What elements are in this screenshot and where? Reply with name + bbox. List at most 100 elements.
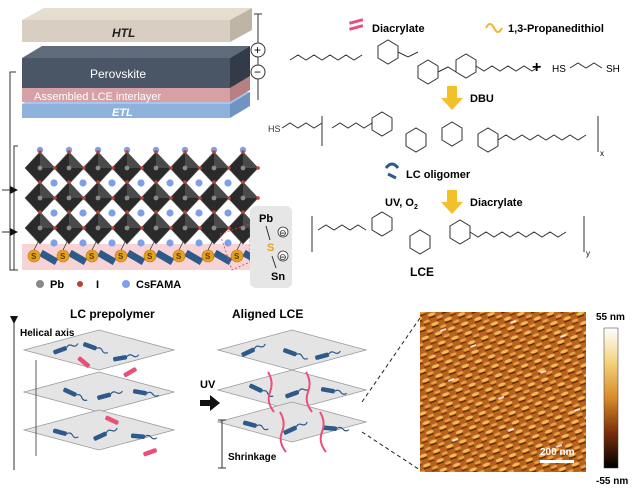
prepolymer-planes xyxy=(22,329,176,457)
i-atom xyxy=(169,196,173,200)
octahedron-facet xyxy=(40,152,55,168)
csfama-atom xyxy=(166,209,174,217)
mesogen-rod xyxy=(282,348,309,360)
i-atom-icon xyxy=(77,281,83,287)
aligned-title: Aligned LCE xyxy=(232,307,303,321)
pb-atom xyxy=(153,225,159,231)
ligand-mesogen xyxy=(213,249,233,265)
octahedron-facet xyxy=(127,152,142,168)
diacrylate-legend-icon xyxy=(348,18,364,25)
mesogen-rod xyxy=(53,343,79,355)
csfama-atom xyxy=(195,209,203,217)
i-atom xyxy=(82,196,86,200)
thiol-legend-label: 1,3-Propanedithiol xyxy=(508,23,604,35)
zoom-bracket xyxy=(9,71,16,271)
afm-bright-feature xyxy=(556,443,563,448)
mesogen-rod xyxy=(112,354,140,362)
octahedron-facet xyxy=(243,152,258,168)
afm-bright-feature xyxy=(448,377,455,382)
i-atom xyxy=(111,226,115,230)
sulfur-label: S xyxy=(147,252,153,261)
diacrylate-legend-label: Diacrylate xyxy=(372,23,425,35)
prepolymer-title: LC prepolymer xyxy=(70,307,155,321)
thiol-legend-icon xyxy=(485,23,503,33)
afm-bright-feature xyxy=(497,395,505,400)
htl-layer xyxy=(22,8,252,42)
lc-oligomer-label: LC oligomer xyxy=(406,169,471,181)
afm-bright-feature xyxy=(469,343,477,348)
i-atom xyxy=(53,226,57,230)
i-atom xyxy=(241,180,245,184)
rod-tail xyxy=(296,353,309,360)
rod-body xyxy=(130,433,146,439)
mesogen-rod xyxy=(241,343,266,357)
rod-body xyxy=(242,420,257,428)
scale-bar-label: 200 nm xyxy=(540,447,575,458)
pb-s-bond xyxy=(62,241,68,251)
plane-layer xyxy=(22,329,176,371)
octahedron-facet xyxy=(214,212,229,228)
pb-atom xyxy=(37,225,43,231)
rod-body xyxy=(63,387,77,397)
octahedron-facet xyxy=(98,212,113,228)
csfama-atom xyxy=(195,239,203,247)
i-atom xyxy=(169,226,173,230)
rod-tail xyxy=(105,427,118,434)
mesogen-rod xyxy=(283,421,308,435)
pb-atom xyxy=(66,225,72,231)
mesogen-rod xyxy=(82,342,109,354)
i-atom xyxy=(140,196,144,200)
pb-atom xyxy=(153,195,159,201)
bonding-callout: Pb ⊖ S ⊖ Sn xyxy=(219,206,292,288)
octahedron-facet xyxy=(214,152,229,168)
csfama-atom xyxy=(79,209,87,217)
mesogen-rod xyxy=(249,383,274,398)
mesogen-rod xyxy=(97,390,123,400)
legend-pb: Pb xyxy=(50,279,64,291)
plus-terminal-icon xyxy=(250,42,266,58)
mesogen-rod xyxy=(93,427,118,441)
i-atom xyxy=(125,210,129,214)
etl-label: ETL xyxy=(112,107,133,119)
i-atom xyxy=(53,166,57,170)
i-atom xyxy=(198,226,202,230)
i-atom xyxy=(38,150,42,154)
pb-atom xyxy=(211,195,217,201)
i-atom xyxy=(38,210,42,214)
i-atom xyxy=(96,180,100,184)
pb-s-bond xyxy=(33,241,39,251)
csfama-atom xyxy=(137,209,145,217)
csfama-atom-icon xyxy=(122,280,130,288)
rod-tail xyxy=(334,389,348,395)
octahedron-facet xyxy=(98,182,113,198)
i-atom xyxy=(227,166,231,170)
rod-body xyxy=(52,428,67,436)
lce-interlayer-label: Assembled LCE interlayer xyxy=(34,91,162,103)
ligand-mesogen xyxy=(155,249,175,265)
mesogen-rod xyxy=(52,428,79,439)
plane-layer xyxy=(216,369,368,411)
octahedron-facet xyxy=(40,212,55,228)
uv-arrow-icon xyxy=(200,395,220,411)
csfama-atom xyxy=(224,179,232,187)
sulfur-label: S xyxy=(118,252,124,261)
csfama-atom xyxy=(79,179,87,187)
afm-bright-feature xyxy=(440,327,447,332)
octahedron-facet xyxy=(156,182,171,198)
rod-tail xyxy=(146,391,160,397)
rod-tail xyxy=(66,432,79,439)
i-atom xyxy=(140,226,144,230)
pb-atom xyxy=(182,165,188,171)
afm-bright-feature xyxy=(574,407,581,412)
reaction-scheme: Diacrylate 1,3-Propanedithiol + HS SH DB… xyxy=(268,18,620,279)
octahedron-facet xyxy=(69,152,84,168)
rod-body xyxy=(283,425,297,435)
rod-body xyxy=(93,431,107,441)
helical-axis-label: Helical axis xyxy=(20,328,75,339)
i-atom xyxy=(53,196,57,200)
reaction-arrow-1 xyxy=(441,86,463,110)
rod-body xyxy=(143,448,158,457)
pb-s-bond xyxy=(149,241,155,251)
ligand-mesogen xyxy=(97,249,117,265)
